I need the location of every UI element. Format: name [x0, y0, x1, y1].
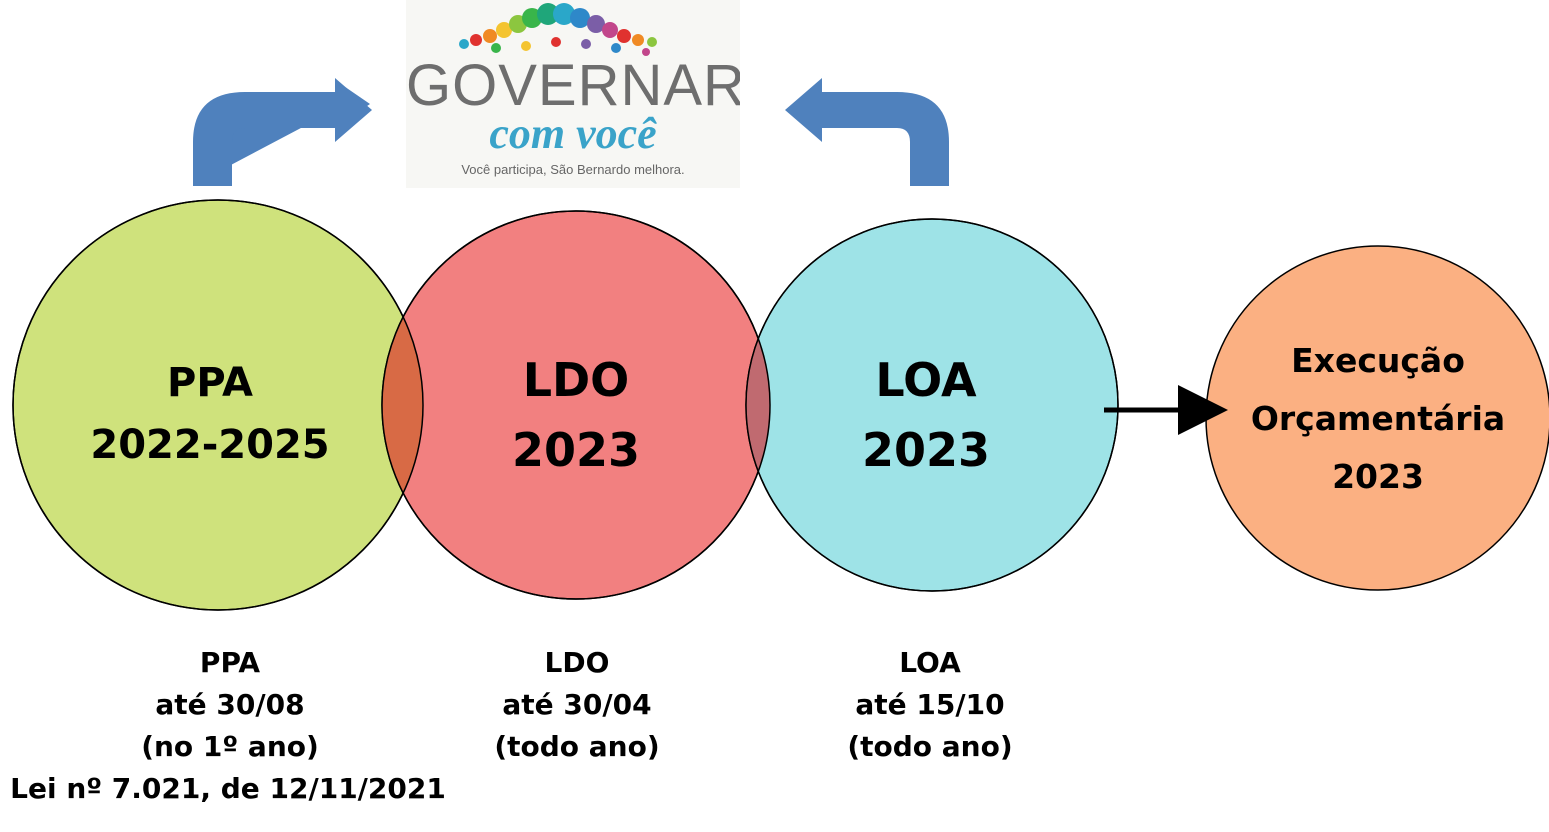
ldo-label: LDO [523, 353, 630, 407]
caption-ldo: LDO até 30/04 (todo ano) [447, 642, 707, 768]
left-bent-arrow-body [193, 92, 335, 186]
loa-year: 2023 [862, 423, 990, 477]
caption-ppa-deadline: até 30/08 [155, 688, 305, 721]
right-bent-arrow-head [785, 78, 822, 142]
governar-com-voce-logo: GOVERNAR com você Você participa, São Be… [406, 0, 740, 188]
logo-subtitle: com você [489, 109, 657, 158]
ppa-label: PPA [167, 360, 253, 406]
caption-loa-deadline: até 15/10 [855, 688, 1005, 721]
left-bent-arrow-head [335, 78, 372, 142]
caption-ppa-frequency: (no 1º ano) [141, 730, 319, 763]
caption-loa-title: LOA [899, 646, 961, 679]
caption-ppa-title: PPA [199, 646, 261, 679]
loa-label: LOA [875, 353, 977, 407]
execucao-label: Execução [1291, 341, 1465, 380]
caption-ldo-frequency: (todo ano) [494, 730, 660, 763]
ppa-years: 2022-2025 [90, 422, 329, 468]
right-bent-arrow-body [822, 92, 949, 186]
ldo-year: 2023 [512, 423, 640, 477]
people-dots-icon [459, 3, 657, 56]
caption-loa: LOA até 15/10 (todo ano) [800, 642, 1060, 768]
execucao-year: 2023 [1332, 457, 1424, 496]
left-bent-arrow [193, 80, 370, 185]
logo-title: GOVERNAR [406, 53, 740, 118]
caption-ppa-law: Lei nº 7.021, de 12/11/2021 [10, 772, 446, 805]
execucao-orcamentaria: Orçamentária [1251, 399, 1505, 438]
caption-ldo-title: LDO [544, 646, 610, 679]
caption-loa-frequency: (todo ano) [847, 730, 1013, 763]
logo-tagline: Você participa, São Bernardo melhora. [461, 162, 685, 177]
caption-ldo-deadline: até 30/04 [502, 688, 652, 721]
caption-ppa: PPA até 30/08 (no 1º ano) [90, 642, 370, 768]
